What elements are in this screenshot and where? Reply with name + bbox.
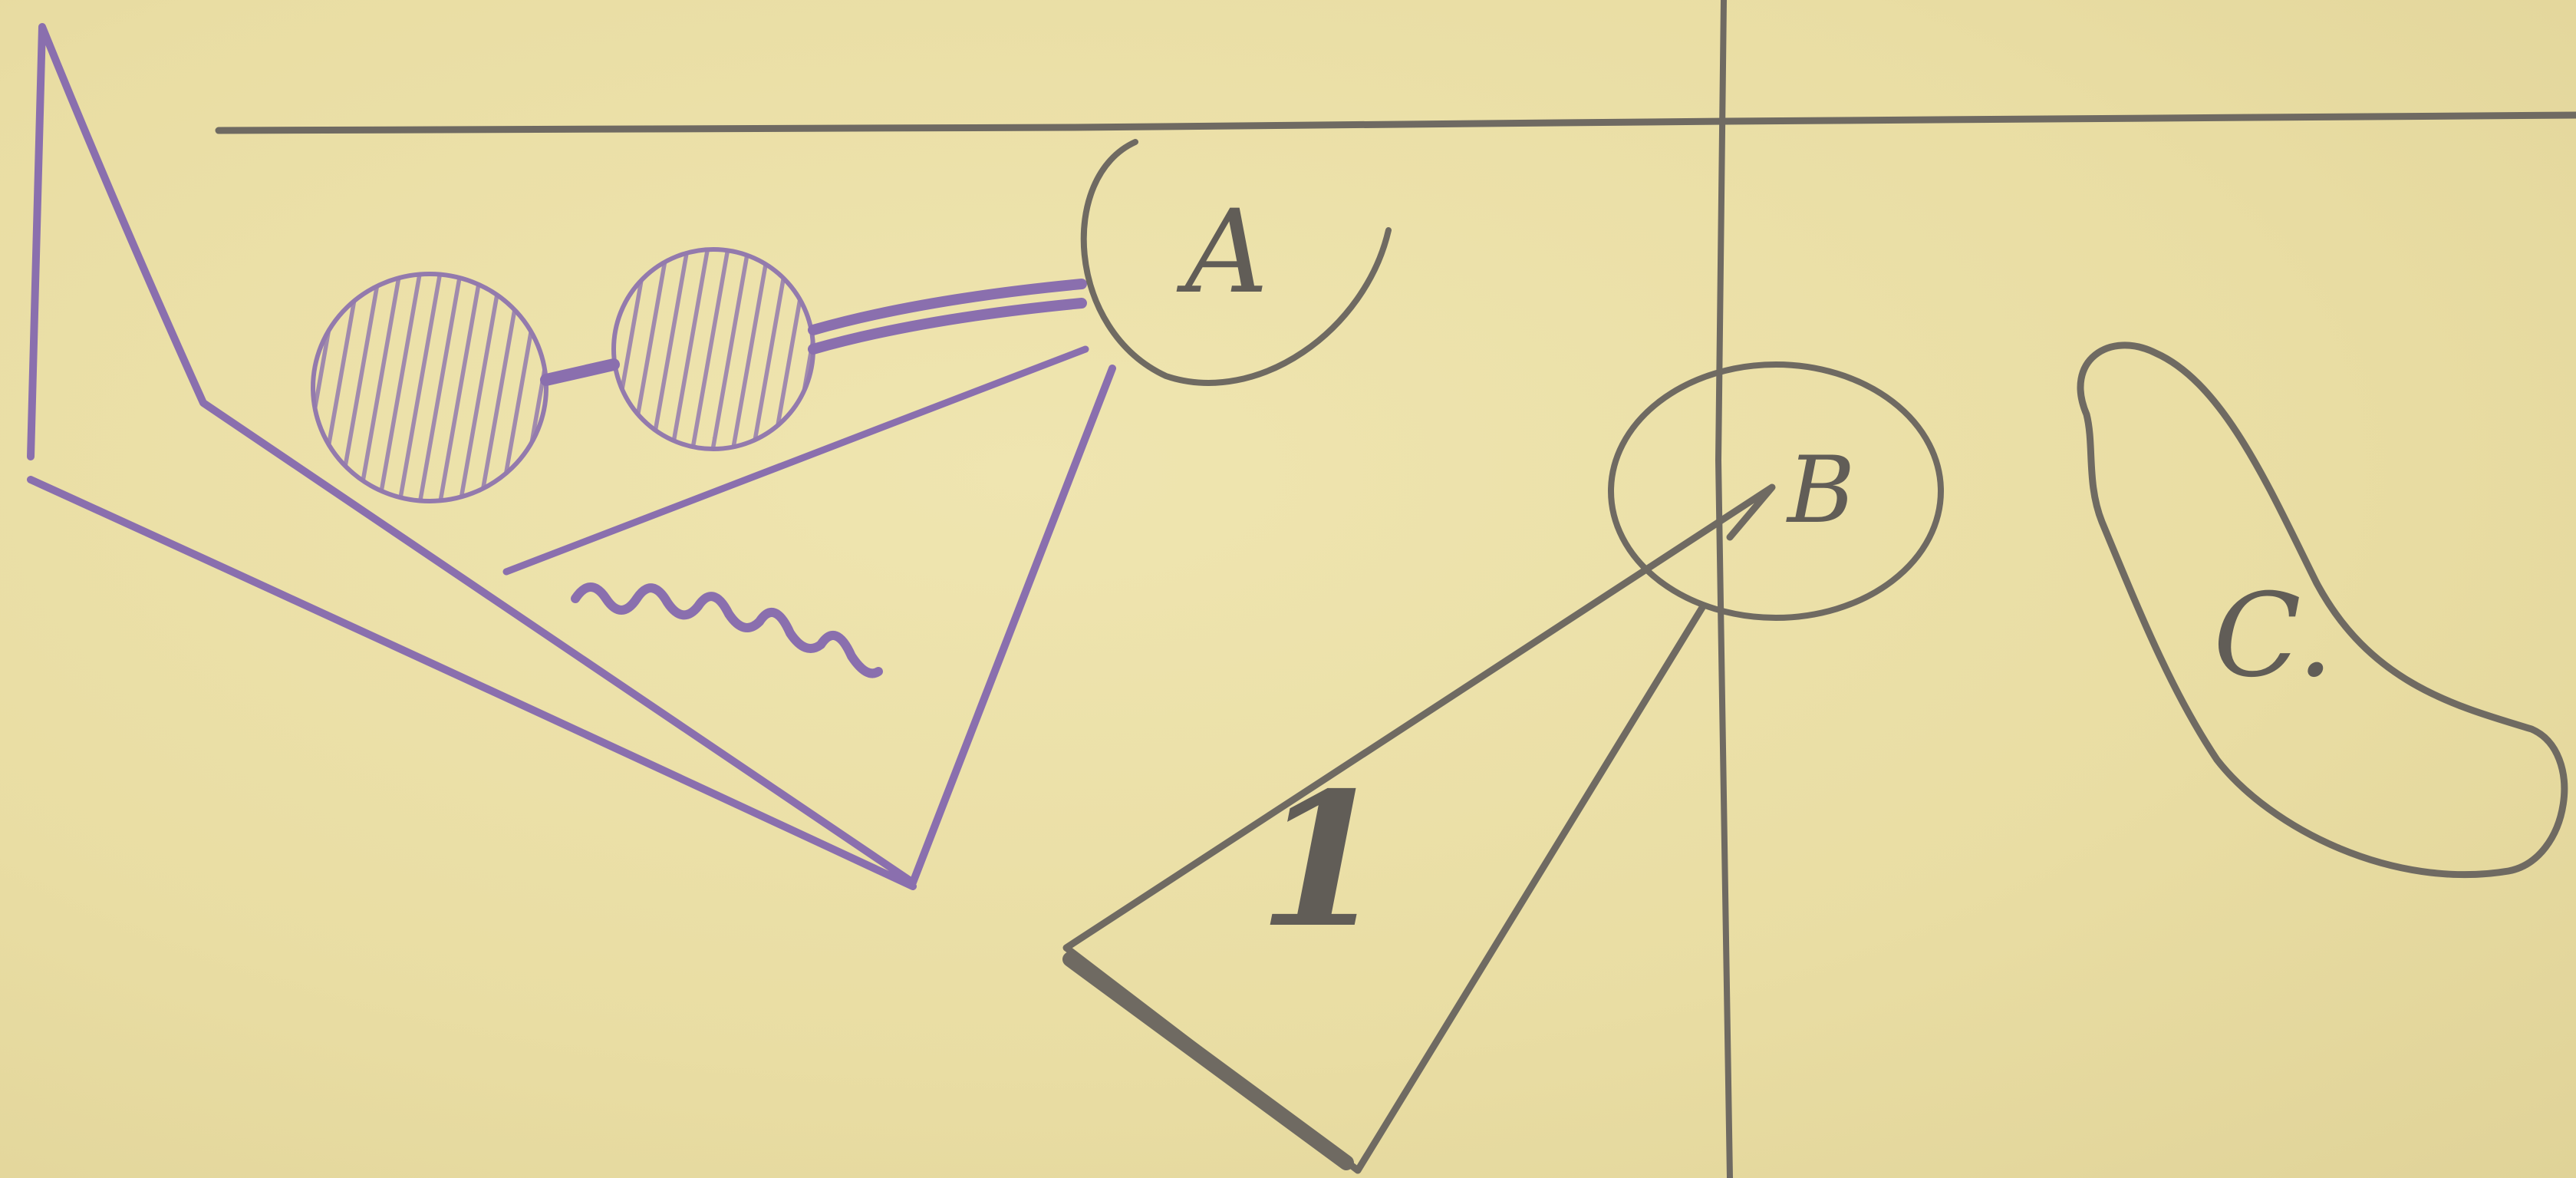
violet-scribble	[575, 587, 878, 674]
label-c: C.	[2213, 569, 2334, 703]
circle-b-group: B 1	[1066, 365, 1941, 1170]
handle-bar	[813, 284, 1082, 349]
circle-a: A	[1084, 142, 1388, 383]
violet-outer-triangle	[31, 27, 1112, 886]
triangle-one-outline	[1066, 487, 1772, 1170]
hatched-oval-right	[614, 249, 813, 449]
circle-b-outline	[1611, 365, 1941, 618]
blob-c: C.	[2080, 345, 2564, 875]
violet-figure	[31, 27, 1112, 886]
triangle-one-shaded-edge	[1070, 959, 1346, 1163]
label-a: A	[1176, 186, 1268, 319]
vertical-rule-line	[1718, 0, 1730, 1178]
ovals-connector	[546, 365, 614, 380]
label-one: 1	[1258, 752, 1386, 968]
label-b: B	[1786, 437, 1855, 544]
horizontal-rule-line	[219, 115, 2576, 130]
hatched-oval-left	[313, 274, 546, 501]
